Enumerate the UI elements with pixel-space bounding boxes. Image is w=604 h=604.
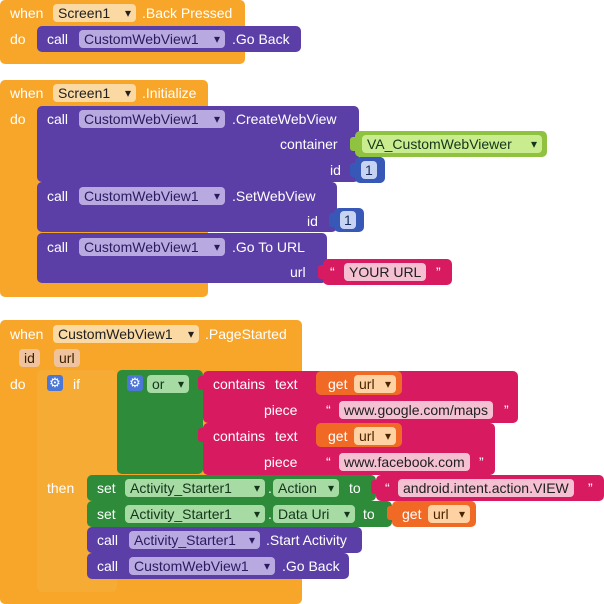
event-name: .Initialize: [142, 85, 197, 101]
open-quote: “: [385, 480, 390, 496]
dot: .: [268, 480, 272, 496]
number-value[interactable]: 1: [361, 161, 377, 179]
method-name: .Go Back: [282, 558, 340, 574]
socket-notch: [198, 376, 203, 390]
dot: .: [268, 506, 272, 522]
method-name: .Start Activity: [266, 532, 347, 548]
or-operator-dropdown[interactable]: or: [147, 375, 189, 393]
property-dropdown[interactable]: Data Uri: [273, 505, 355, 523]
call-label: call: [97, 558, 119, 574]
open-quote: “: [326, 402, 331, 418]
close-quote: ”: [436, 264, 441, 280]
do-label: do: [10, 376, 26, 392]
text-label: text: [275, 376, 298, 392]
variable-dropdown[interactable]: url: [428, 505, 470, 523]
contains-label: contains: [213, 376, 266, 392]
component-dropdown[interactable]: CustomWebView1: [129, 557, 275, 575]
call-label: call: [47, 239, 69, 255]
component-dropdown[interactable]: Activity_Starter1: [129, 531, 260, 549]
set-label: set: [97, 506, 116, 522]
variable-dropdown[interactable]: url: [354, 375, 396, 393]
url-param-label: url: [290, 264, 306, 280]
call-label: call: [97, 532, 119, 548]
number-value[interactable]: 1: [340, 211, 356, 229]
string-value[interactable]: android.intent.action.VIEW: [398, 479, 574, 497]
component-dropdown[interactable]: CustomWebView1: [79, 110, 225, 128]
id-param-label: id: [307, 213, 318, 229]
property-dropdown[interactable]: Action: [273, 479, 339, 497]
component-dropdown[interactable]: CustomWebView1: [53, 325, 199, 343]
event-param-id[interactable]: id: [19, 349, 40, 367]
container-param-label: container: [280, 136, 338, 152]
socket-notch: [329, 213, 334, 227]
open-quote: “: [326, 454, 331, 470]
event-param-url[interactable]: url: [54, 349, 80, 367]
to-label: to: [349, 480, 361, 496]
call-label: call: [47, 111, 69, 127]
socket-notch: [198, 428, 203, 442]
do-label: do: [10, 31, 26, 47]
get-label: get: [328, 428, 348, 444]
event-name: .Back Pressed: [142, 5, 233, 21]
socket-notch: [318, 265, 323, 279]
id-param-label: id: [330, 162, 341, 178]
component-dropdown[interactable]: Activity_Starter1: [125, 505, 265, 523]
call-label: call: [47, 31, 69, 47]
method-name: .Go To URL: [232, 239, 305, 255]
method-name: .SetWebView: [232, 188, 316, 204]
when-label: when: [10, 85, 44, 101]
when-label: when: [10, 326, 44, 342]
string-value[interactable]: www.google.com/maps: [339, 401, 493, 419]
piece-label: piece: [264, 454, 298, 470]
socket-notch: [350, 137, 355, 151]
string-value[interactable]: www.facebook.com: [339, 453, 470, 471]
close-quote: ”: [588, 480, 593, 496]
piece-label: piece: [264, 402, 298, 418]
get-label: get: [328, 376, 348, 392]
set-label: set: [97, 480, 116, 496]
component-dropdown[interactable]: Screen1: [53, 4, 136, 22]
component-dropdown[interactable]: CustomWebView1: [79, 30, 225, 48]
close-quote: ”: [504, 402, 509, 418]
contains-label: contains: [213, 428, 266, 444]
component-dropdown[interactable]: CustomWebView1: [79, 187, 225, 205]
close-quote: ”: [479, 454, 484, 470]
method-name: .CreateWebView: [232, 111, 337, 127]
gear-icon[interactable]: ⚙: [47, 375, 63, 391]
component-dropdown[interactable]: CustomWebView1: [79, 238, 225, 256]
open-quote: “: [330, 264, 335, 280]
socket-notch: [387, 506, 392, 520]
string-value[interactable]: YOUR URL: [344, 263, 427, 281]
gear-icon[interactable]: ⚙: [127, 375, 143, 391]
socket-notch: [371, 480, 376, 494]
then-label: then: [47, 480, 75, 496]
component-dropdown[interactable]: Screen1: [53, 84, 136, 102]
call-label: call: [47, 188, 69, 204]
socket-notch: [350, 163, 355, 177]
to-label: to: [363, 506, 375, 522]
do-label: do: [10, 111, 26, 127]
if-label: if: [73, 376, 80, 392]
method-name: .Go Back: [232, 31, 290, 47]
variable-dropdown[interactable]: url: [354, 427, 396, 445]
component-dropdown[interactable]: VA_CustomWebViewer: [362, 135, 542, 153]
text-label: text: [275, 428, 298, 444]
event-name: .PageStarted: [205, 326, 287, 342]
get-label: get: [402, 506, 422, 522]
when-label: when: [10, 5, 44, 21]
component-dropdown[interactable]: Activity_Starter1: [125, 479, 265, 497]
